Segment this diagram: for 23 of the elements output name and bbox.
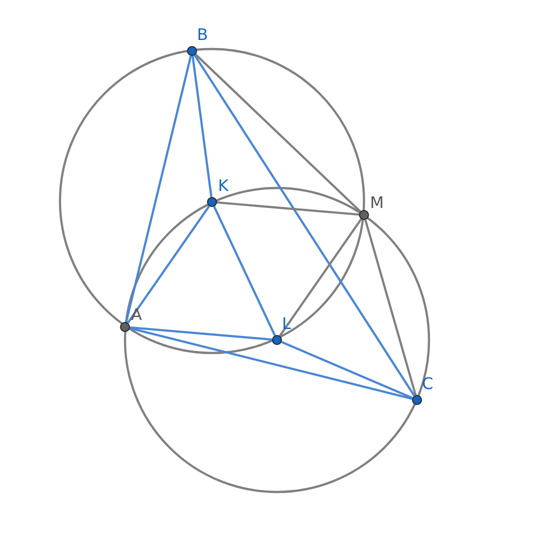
- line-segment: [364, 220, 417, 396]
- point: [120, 322, 130, 332]
- line-segment: [194, 54, 362, 212]
- point: [207, 197, 217, 207]
- point-label: M: [370, 195, 384, 211]
- line-segment: [213, 206, 276, 336]
- line-segment: [281, 340, 413, 400]
- point: [187, 46, 197, 56]
- line-segment: [192, 56, 212, 198]
- line-segment: [125, 56, 192, 322]
- line-segment: [278, 218, 362, 337]
- point-label: K: [218, 178, 228, 194]
- point-label: C: [422, 376, 434, 392]
- point-label: B: [197, 27, 208, 43]
- point: [272, 335, 282, 345]
- point: [412, 395, 422, 405]
- line-segment: [194, 54, 416, 396]
- line-segment: [130, 327, 412, 400]
- line-segment: [130, 326, 272, 341]
- line-segment: [126, 205, 210, 324]
- point-label: L: [282, 316, 291, 332]
- line-segment: [216, 201, 360, 216]
- point: [359, 210, 369, 220]
